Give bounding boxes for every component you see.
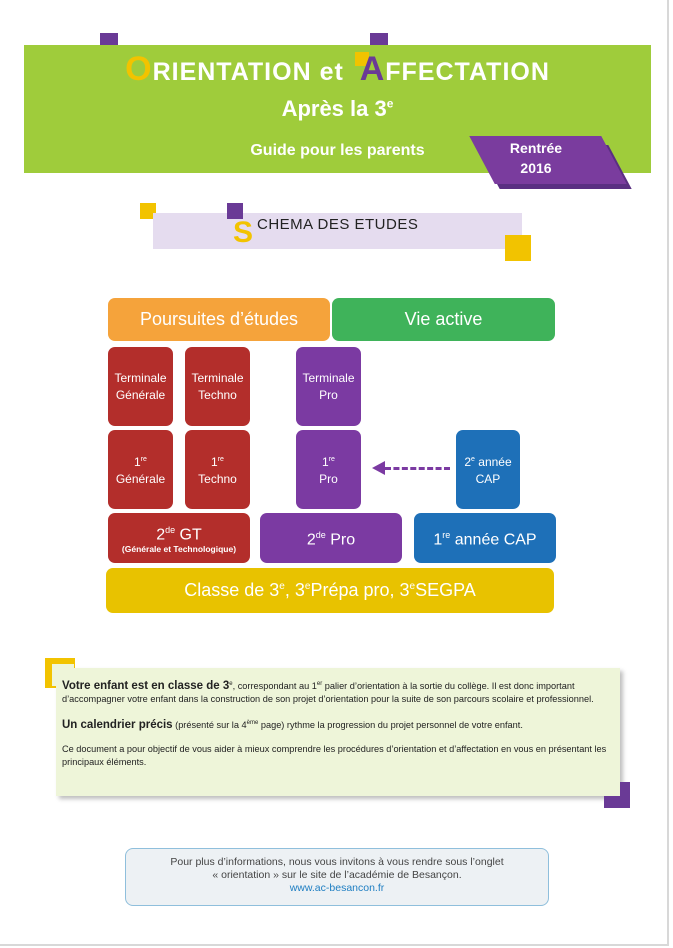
footer-text: Pour plus d’informations, nous vous invi… bbox=[130, 856, 544, 895]
info-paragraph-1: Votre enfant est en classe de 3e, corres… bbox=[62, 680, 594, 705]
premiere-annee-cap-box: 1re année CAP bbox=[414, 513, 556, 563]
decor-square bbox=[355, 52, 369, 66]
schema-heading: CHEMA DES ETUDES bbox=[257, 216, 419, 233]
decor-square bbox=[227, 203, 243, 219]
vie-active-box: Vie active bbox=[332, 298, 555, 341]
info-paragraph-3: Ce document a pour objectif de vous aide… bbox=[62, 744, 607, 768]
info-panel-corner bbox=[52, 664, 74, 686]
academie-link[interactable]: www.ac-besancon.fr bbox=[289, 882, 385, 894]
rentree-text: Rentrée 2016 bbox=[509, 140, 563, 176]
info-panel-corner bbox=[598, 776, 620, 796]
seconde-pro-box: 2de Pro bbox=[260, 513, 402, 563]
passerelle-arrow-line bbox=[385, 467, 450, 470]
info-paragraph-2: Un calendrier précis (présenté sur la 4è… bbox=[62, 719, 523, 732]
footer-box bbox=[125, 848, 549, 906]
guide-label: Guide pour les parents bbox=[250, 142, 425, 159]
info-panel bbox=[56, 668, 620, 796]
schema-heading-bar bbox=[153, 213, 522, 249]
decor-square bbox=[505, 235, 531, 261]
info-text: Votre enfant est en classe de 3e, corres… bbox=[62, 678, 614, 780]
decor-square bbox=[140, 203, 156, 219]
poursuites-etudes-box: Poursuites d’études bbox=[108, 298, 330, 341]
main-title: ORIENTATION et AFFECTATION bbox=[125, 50, 550, 88]
seconde-gt-box: 2de GT (Générale et Technologique) bbox=[108, 513, 250, 563]
subtitle: Après la 3e bbox=[281, 96, 394, 121]
schema-initial: S bbox=[233, 216, 254, 249]
classe-3e-box: Classe de 3e, 3ePrépa pro, 3eSEGPA bbox=[106, 568, 554, 613]
passerelle-arrow-head bbox=[372, 461, 385, 475]
